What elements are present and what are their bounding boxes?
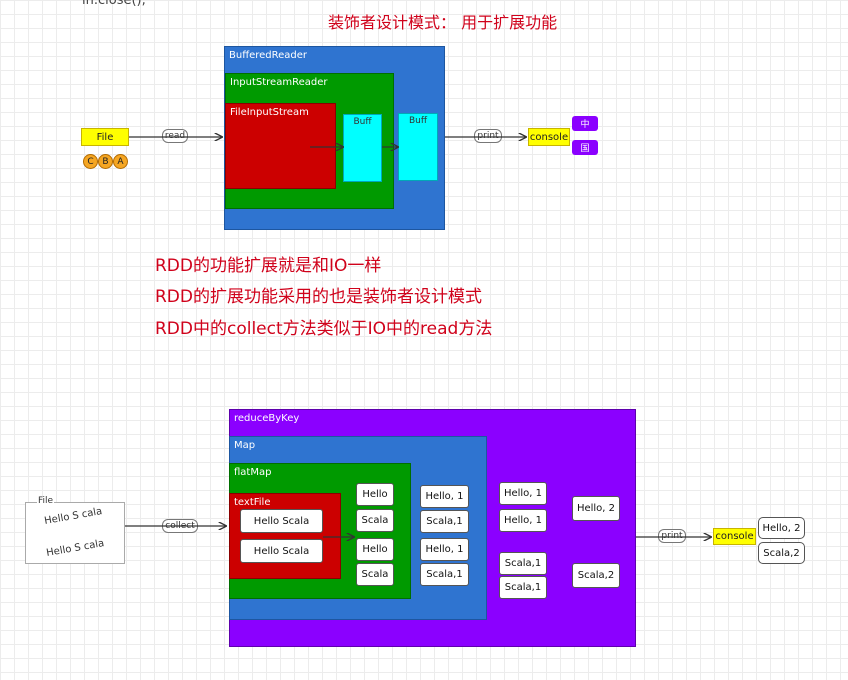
rdd-file-line-2: Hello S cala xyxy=(45,537,106,560)
rdd-file-line-1: Hello S cala xyxy=(43,505,104,528)
line-hello-scala-1[interactable]: Hello Scala xyxy=(240,509,323,533)
rdd-file-label: File xyxy=(37,496,55,506)
top-clipped-code-text: in.close(); xyxy=(82,0,146,8)
output-hello-2[interactable]: Hello, 2 xyxy=(758,517,805,539)
input-stream-reader-label: InputStreamReader xyxy=(230,77,328,88)
io-console-node[interactable]: console xyxy=(528,128,570,146)
map-label: Map xyxy=(234,440,256,451)
mapped-scala-1a[interactable]: Scala,1 xyxy=(420,510,469,533)
buff-outer-label: Buff xyxy=(408,116,428,126)
reduced-scala-2[interactable]: Scala,2 xyxy=(572,563,620,588)
text-file-label: textFile xyxy=(234,497,271,508)
grouped-scala-1b[interactable]: Scala,1 xyxy=(499,576,547,599)
note-line-2: RDD的扩展功能采用的也是装饰者设计模式 xyxy=(155,287,482,307)
buff-inner-box[interactable]: Buff xyxy=(343,114,382,182)
grouped-hello-1b[interactable]: Hello, 1 xyxy=(499,509,547,532)
buff-outer-box[interactable]: Buff xyxy=(398,113,438,181)
word-hello-1[interactable]: Hello xyxy=(356,483,394,506)
char-a: A xyxy=(113,154,128,169)
mapped-scala-1b[interactable]: Scala,1 xyxy=(420,563,469,586)
rdd-console-node[interactable]: console xyxy=(713,528,756,545)
note-line-1: RDD的功能扩展就是和IO一样 xyxy=(155,256,382,276)
mapped-hello-1b[interactable]: Hello, 1 xyxy=(420,538,469,561)
io-print-label: print xyxy=(474,129,502,143)
flat-map-label: flatMap xyxy=(234,467,272,478)
rdd-print-label: print xyxy=(658,529,686,543)
text-file-box[interactable]: textFile xyxy=(229,493,341,579)
buff-inner-label: Buff xyxy=(353,117,372,127)
reduce-by-key-label: reduceByKey xyxy=(234,413,300,424)
note-line-3: RDD中的collect方法类似于IO中的read方法 xyxy=(155,319,493,339)
io-read-label: read xyxy=(162,129,188,143)
grouped-hello-1a[interactable]: Hello, 1 xyxy=(499,482,547,505)
char-c: C xyxy=(83,154,98,169)
line-hello-scala-2[interactable]: Hello Scala xyxy=(240,539,323,563)
out-char-zhong: 中 xyxy=(572,116,598,131)
word-scala-2[interactable]: Scala xyxy=(356,563,394,586)
word-hello-2[interactable]: Hello xyxy=(356,538,394,561)
char-b: B xyxy=(98,154,113,169)
buffered-reader-label: BufferedReader xyxy=(229,50,308,61)
reduced-hello-2[interactable]: Hello, 2 xyxy=(572,496,620,521)
mapped-hello-1a[interactable]: Hello, 1 xyxy=(420,485,469,508)
file-input-stream-label: FileInputStream xyxy=(230,107,309,118)
pattern-heading: 装饰者设计模式： 用于扩展功能 xyxy=(328,13,558,32)
output-scala-2[interactable]: Scala,2 xyxy=(758,542,805,564)
word-scala-1[interactable]: Scala xyxy=(356,509,394,532)
file-input-stream-box[interactable]: FileInputStream xyxy=(225,103,336,189)
grouped-scala-1a[interactable]: Scala,1 xyxy=(499,552,547,575)
rdd-file-box[interactable]: File Hello S cala Hello S cala xyxy=(25,496,125,564)
io-file-node[interactable]: File xyxy=(81,128,129,146)
rdd-collect-label: collect xyxy=(162,519,198,533)
out-char-guo: 国 xyxy=(572,140,598,155)
